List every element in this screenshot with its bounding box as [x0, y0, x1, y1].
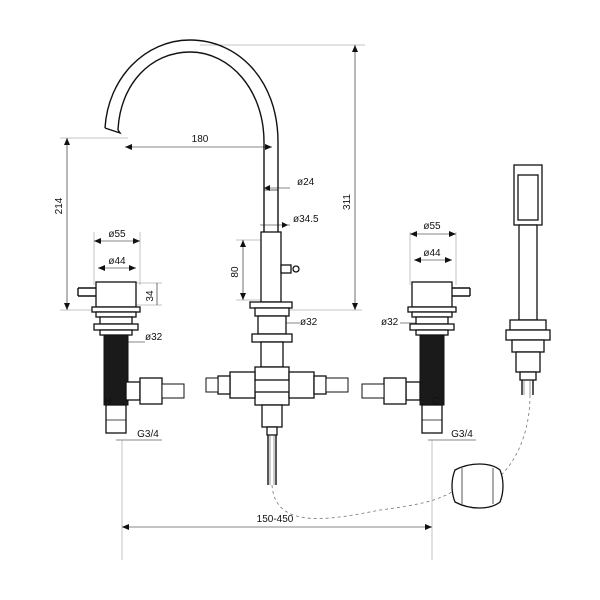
dim-diameter-32-left: ø32: [145, 332, 163, 343]
dim-diameter-34-5: ø34.5: [293, 214, 319, 225]
spout: [104, 39, 279, 300]
dim-diameter-24: ø24: [297, 177, 315, 188]
hot-valve: [77, 281, 185, 434]
dim-diameter-32-right: ø32: [381, 317, 399, 328]
dim-150-450: 150-450: [257, 514, 294, 525]
dim-thread-right: G3/4: [451, 429, 473, 440]
dim-80: 80: [230, 266, 241, 278]
label-cold: C: [432, 396, 439, 407]
hose-loop: [271, 394, 531, 519]
dim-diameter-44-left: ø44: [108, 256, 126, 267]
dim-34: 34: [145, 290, 156, 302]
dim-thread-left: G3/4: [137, 429, 159, 440]
center-side-connectors: [205, 371, 349, 399]
center-body: [249, 231, 300, 485]
dim-311: 311: [342, 194, 353, 210]
dim-180: 180: [192, 134, 209, 145]
handshower: [505, 164, 551, 395]
dim-diameter-55-left: ø55: [108, 229, 126, 240]
label-hot: H: [104, 396, 111, 407]
dim-diameter-44-right: ø44: [423, 248, 441, 259]
cold-valve: [361, 281, 471, 434]
dimension-lines: [60, 44, 476, 560]
dimension-labels: 180 214 311 ø24 ø34.5 80 ø55 ø44 34 ø32 …: [54, 134, 473, 525]
dim-diameter-32-center: ø32: [300, 317, 318, 328]
dim-diameter-55-right: ø55: [423, 221, 441, 232]
dim-214: 214: [54, 197, 65, 214]
